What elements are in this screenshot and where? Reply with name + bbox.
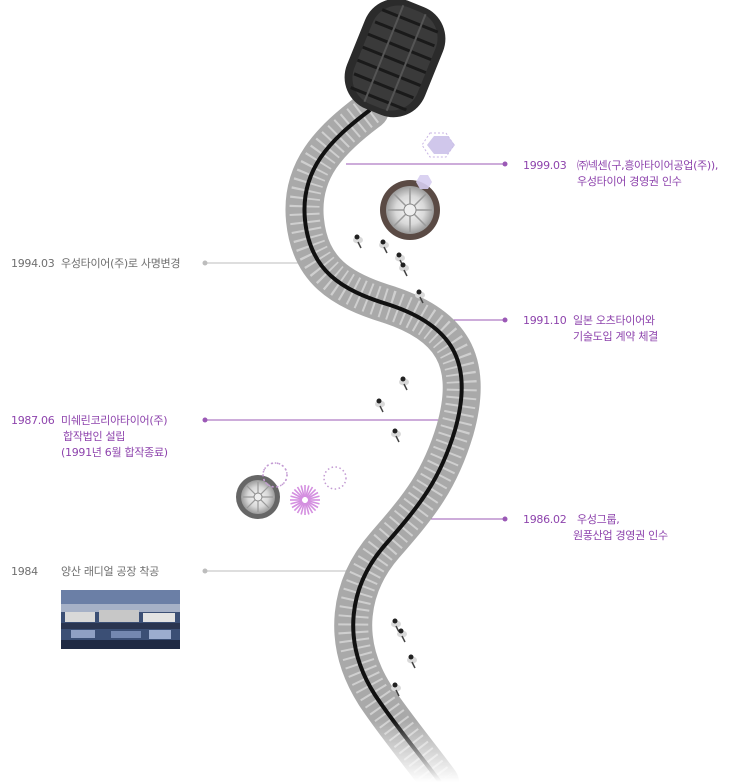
person-icon xyxy=(391,428,401,443)
event-year: 1984 xyxy=(11,565,38,578)
event-text: 원풍산업 경영권 인수 xyxy=(573,529,668,542)
people-group xyxy=(353,234,425,697)
tire-track-road xyxy=(285,91,500,782)
person-icon xyxy=(391,682,401,697)
wheel-icon-upper xyxy=(380,180,440,240)
starburst-icon xyxy=(262,462,320,515)
event-year: 1994.03 xyxy=(11,257,55,270)
event-text: 우성타이어(주)로 사명변경 xyxy=(61,257,181,270)
event-text: ㈜넥센(구,흥아타이어공업(주)), xyxy=(577,159,719,172)
person-icon xyxy=(407,654,417,669)
event-text: (1991년 6월 합작종료) xyxy=(61,446,168,459)
event-text: 양산 래디얼 공장 착공 xyxy=(61,565,159,578)
hexagon-icon xyxy=(416,132,455,189)
person-icon xyxy=(415,289,425,304)
event-text: 우성그룹, xyxy=(577,513,620,526)
event-text: 일본 오츠타이어와 xyxy=(573,314,655,327)
person-icon xyxy=(399,376,409,391)
event-year: 1986.02 xyxy=(523,513,567,526)
person-icon xyxy=(397,628,407,643)
wheel-icon-lower xyxy=(236,475,280,519)
event-text: 미쉐린코리아타이어(주) xyxy=(61,414,168,427)
event-text: 기술도입 계약 체결 xyxy=(573,330,658,343)
top-tire-icon xyxy=(344,0,446,118)
event-year: 1991.10 xyxy=(523,314,567,327)
event-text: 합작법인 설립 xyxy=(63,430,126,443)
factory-photo xyxy=(61,590,180,649)
event-year: 1987.06 xyxy=(11,414,55,427)
person-icon xyxy=(375,398,385,413)
dotted-circle-icon xyxy=(262,462,347,490)
event-text: 우성타이어 경영권 인수 xyxy=(577,175,682,188)
person-icon xyxy=(379,239,389,254)
event-year: 1999.03 xyxy=(523,159,567,172)
person-icon xyxy=(399,262,409,277)
person-icon xyxy=(353,234,363,249)
